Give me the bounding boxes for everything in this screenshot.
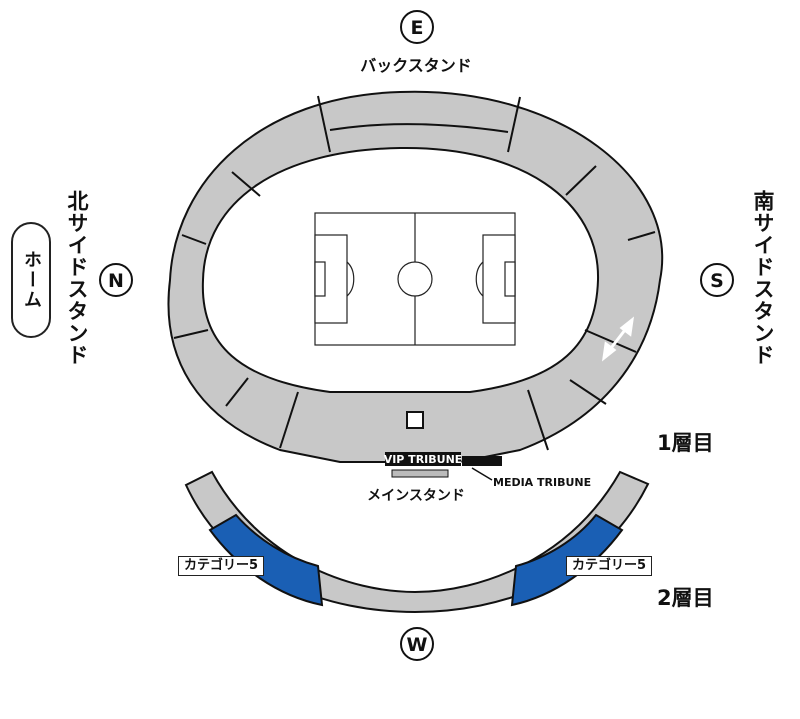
category5-right-label: カテゴリー5 <box>566 556 653 576</box>
home-badge-label: ホーム <box>21 250 42 310</box>
media-tribune-box <box>462 456 502 466</box>
back-stand-label: バックスタンド <box>360 56 472 75</box>
football-pitch <box>314 212 516 346</box>
category5-left-label: カテゴリー5 <box>178 556 265 576</box>
compass-south: S <box>700 263 734 297</box>
media-tribune-label: MEDIA TRIBUNE <box>493 476 591 489</box>
media-pointer <box>471 467 493 481</box>
vip-tribune-box <box>385 452 461 466</box>
main-stand-label: メインスタンド <box>367 488 465 504</box>
compass-east-label: E <box>411 17 424 39</box>
compass-north: N <box>99 263 133 297</box>
compass-north-label: N <box>108 270 124 292</box>
main-box <box>391 469 449 478</box>
compass-west-label: W <box>407 634 428 656</box>
compass-south-label: S <box>710 270 724 292</box>
north-side-stand-label: 北サイドスタンド <box>65 190 89 366</box>
vip-tribune-label: VIP TRIBUNE <box>384 453 463 466</box>
compass-east: E <box>400 10 434 44</box>
south-side-stand-label: 南サイドスタンド <box>751 190 775 366</box>
tier-2-label: 2層目 <box>657 586 714 610</box>
compass-west: W <box>400 627 434 661</box>
double-arrow-icon <box>601 316 635 362</box>
home-badge: ホーム <box>11 222 51 338</box>
section-dividers <box>173 95 656 451</box>
player-tunnel <box>406 411 424 429</box>
tier-1-label: 1層目 <box>657 431 714 455</box>
